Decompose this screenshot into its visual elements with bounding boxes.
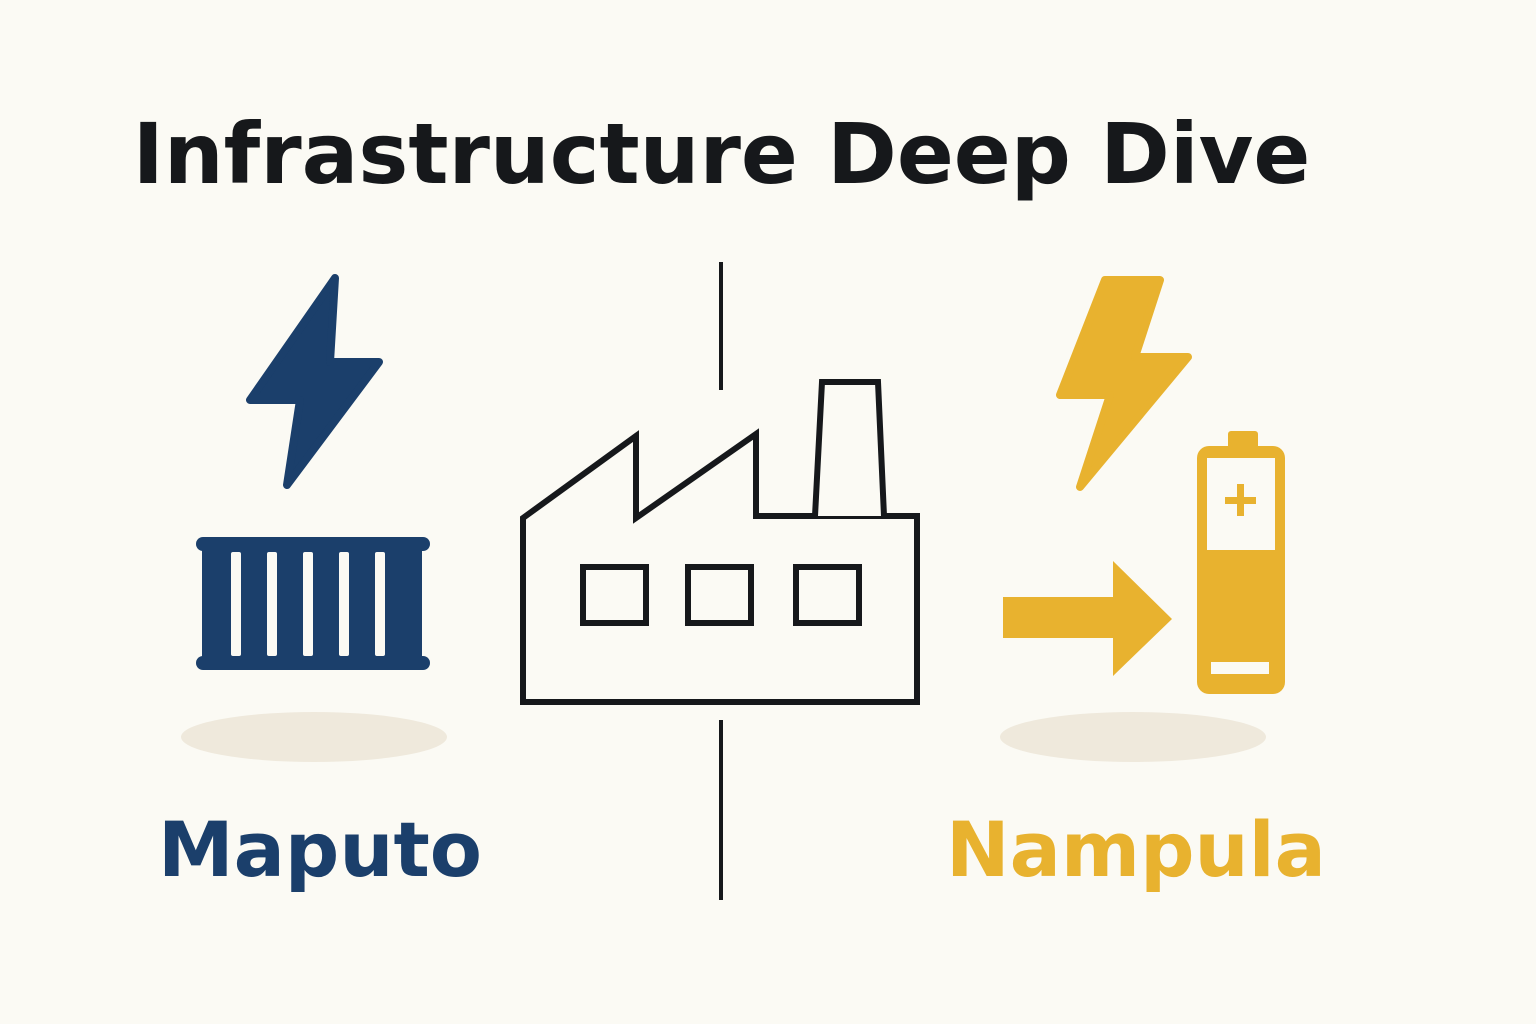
arrow-right-icon <box>1003 561 1172 676</box>
maputo-shadow <box>181 712 447 762</box>
maputo-lightning-bolt-icon <box>246 274 383 489</box>
nampula-lightning-bolt-icon <box>1056 276 1192 491</box>
battery-icon <box>1197 431 1285 694</box>
factory-icon <box>520 379 923 720</box>
city-label-nampula: Nampula <box>946 805 1326 894</box>
nampula-shadow <box>1000 712 1266 762</box>
shipping-container-icon <box>196 537 430 670</box>
page-title: Infrastructure Deep Dive <box>132 105 1311 203</box>
city-label-maputo: Maputo <box>158 805 482 894</box>
